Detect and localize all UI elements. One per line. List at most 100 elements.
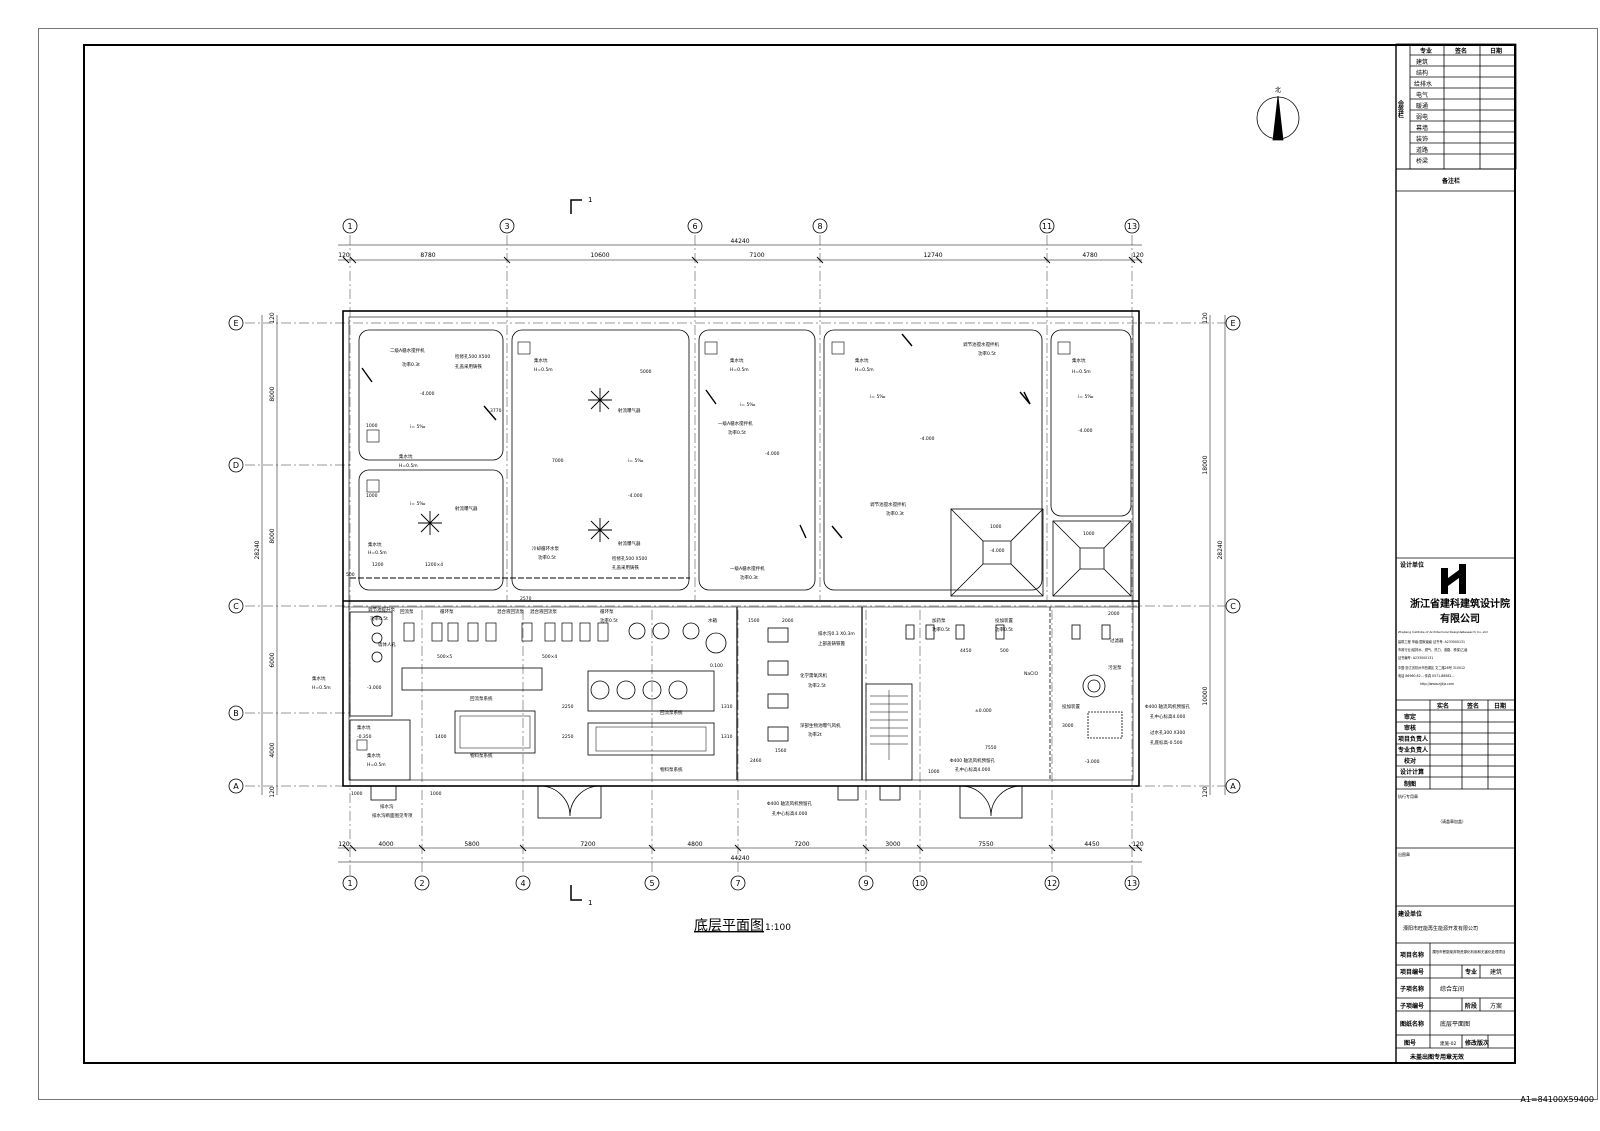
annotation: H=0.5m bbox=[368, 550, 387, 556]
tb-footer: 未盖出图专用章无效 bbox=[1410, 1053, 1464, 1061]
grid-bubbles bbox=[228, 218, 1241, 891]
dim-text: 7100 bbox=[749, 252, 764, 259]
annotation: 污泥泵 bbox=[1108, 664, 1122, 671]
annotation: 功率0.5t bbox=[370, 615, 388, 622]
dim-text: 4450 bbox=[1084, 841, 1099, 848]
grid-tag: 7 bbox=[735, 879, 740, 888]
tb-header: 签名 bbox=[1454, 47, 1467, 55]
annotation: 500×5 bbox=[437, 654, 452, 660]
tb-header: 实名 bbox=[1437, 702, 1449, 710]
dim-text: 7200 bbox=[794, 841, 809, 848]
dim-total-left: 28240 bbox=[254, 540, 261, 559]
annotation: i= 5‰ bbox=[740, 402, 755, 408]
annotation: 检修孔500 X500 bbox=[455, 353, 490, 360]
tb-discipline-value: 建筑 bbox=[1490, 968, 1502, 976]
plan-annotations: 二级A循水搅拌机 功率0.3t 检修孔500 X500 孔盖采用铸铁 -4.00… bbox=[312, 341, 1191, 819]
annotation: 7000 bbox=[552, 458, 564, 464]
annotation: 二级A循水搅拌机 bbox=[390, 347, 425, 354]
tb-company-info: http://www.zjjkjz.com bbox=[1420, 682, 1454, 686]
annotation: -4.000 bbox=[1078, 428, 1093, 434]
tank-circles bbox=[371, 615, 1106, 700]
tb-notes-label: 执行专用章 bbox=[1398, 793, 1418, 799]
dim-text: 8000 bbox=[269, 528, 276, 543]
annotation: 孔盖采用铸铁 bbox=[455, 363, 482, 370]
annotation: 功率0.5t bbox=[538, 554, 556, 561]
title-block bbox=[1395, 43, 1517, 1064]
annotation: 集水坑 bbox=[1072, 357, 1086, 364]
tb-role: 专业负责人 bbox=[1398, 746, 1429, 754]
annotation: 1000 bbox=[1083, 531, 1095, 537]
tb-discipline: 结构 bbox=[1416, 69, 1428, 77]
dosing-units bbox=[905, 624, 1123, 739]
tb-role: 审定 bbox=[1404, 713, 1416, 721]
dim-text: 120 bbox=[1132, 252, 1144, 259]
annotation: 2000 bbox=[782, 618, 794, 624]
dim-text: 5800 bbox=[464, 841, 479, 848]
dim-text: 3000 bbox=[885, 841, 900, 848]
annotation: 1000 bbox=[990, 524, 1002, 530]
annotation: H=0.5m bbox=[1072, 369, 1091, 375]
grid-tag: 13 bbox=[1127, 879, 1137, 888]
annotation: 调节池搅水搅拌机 bbox=[870, 501, 906, 508]
tb-rev-label: 修改版次 bbox=[1464, 1039, 1489, 1047]
annotation: i= 5‰ bbox=[628, 458, 643, 464]
grid-tag: 1 bbox=[347, 879, 352, 888]
annotation: 500×4 bbox=[542, 654, 557, 660]
tb-discipline: 道路 bbox=[1416, 146, 1428, 154]
tb-discipline: 装饰 bbox=[1416, 135, 1428, 143]
tb-company-info: 建筑工程 甲级:国家级级 证书号: A233000131 bbox=[1398, 639, 1465, 644]
tb-discipline: 暖通 bbox=[1416, 102, 1428, 110]
annotation: i= 5‰ bbox=[870, 394, 885, 400]
tb-stage-label: 阶段 bbox=[1465, 1002, 1477, 1010]
annotation: 集水坑 bbox=[312, 675, 326, 682]
annotation: H=0.5m bbox=[367, 762, 386, 768]
annotation: 化学需氧风机 bbox=[800, 672, 827, 679]
annotation: 功率0.5t bbox=[600, 617, 618, 624]
tb-discipline: 建筑 bbox=[1416, 58, 1428, 66]
tb-discipline: 给排水 bbox=[1414, 80, 1432, 88]
grid-lines bbox=[245, 235, 1225, 875]
annotation: i= 5‰ bbox=[1078, 394, 1093, 400]
grid-labels: 1 3 6 8 11 13 1 2 4 5 7 9 10 12 13 E D C… bbox=[233, 222, 1236, 888]
annotation: -3.000 bbox=[1085, 759, 1100, 765]
tb-discipline: 电气 bbox=[1416, 91, 1428, 99]
annotation: 500 bbox=[1000, 648, 1009, 654]
annotation: -4.000 bbox=[990, 548, 1005, 554]
grid-tag: 2 bbox=[419, 879, 424, 888]
annotation: 检修孔500 X500 bbox=[612, 555, 647, 562]
grid-tag: 3 bbox=[504, 222, 509, 231]
annotation: 孔中心标高4.000 bbox=[955, 766, 991, 773]
annotation: 孔盖采用铸铁 bbox=[612, 564, 639, 571]
annotation: 功率0.5t bbox=[932, 626, 950, 633]
grid-tag: B bbox=[233, 709, 239, 718]
grid-tag: 6 bbox=[692, 222, 697, 231]
annotation: 1000 bbox=[366, 423, 378, 429]
tb-header: 专业 bbox=[1420, 47, 1432, 55]
annotation: -0.350 bbox=[357, 734, 372, 740]
annotation: -4.000 bbox=[420, 391, 435, 397]
dim-total-bottom: 44240 bbox=[730, 855, 749, 862]
dim-text: 120 bbox=[338, 841, 350, 848]
annotation: -3.000 bbox=[367, 685, 382, 691]
annotation: 投加装置 bbox=[995, 617, 1013, 624]
annotation: 2460 bbox=[750, 758, 762, 764]
annotation: H=0.5m bbox=[855, 367, 874, 373]
tb-stamp-note: （请盖章加盖） bbox=[1438, 818, 1466, 824]
tb-sub: 综合车间 bbox=[1440, 985, 1464, 993]
annotation: 孔底标高-0.500 bbox=[1150, 739, 1183, 746]
dim-text: 4800 bbox=[687, 841, 702, 848]
annotation: i= 5‰ bbox=[410, 424, 425, 430]
dim-text: 4000 bbox=[378, 841, 393, 848]
annotation: 功率2.5t bbox=[808, 682, 826, 689]
tank-d bbox=[823, 329, 1043, 591]
grid-tag: 9 bbox=[863, 879, 868, 888]
annotation: 投加装置 bbox=[1062, 703, 1080, 710]
grid-tag: E bbox=[1230, 319, 1235, 328]
grid-tag: E bbox=[233, 319, 238, 328]
tank-a2 bbox=[358, 469, 504, 591]
dim-text: 120 bbox=[1202, 312, 1209, 324]
annotation: 0.100 bbox=[710, 663, 723, 669]
annotation: 集水坑 bbox=[399, 453, 413, 460]
hopper-1 bbox=[950, 508, 1044, 597]
dim-text: 120 bbox=[269, 786, 276, 798]
